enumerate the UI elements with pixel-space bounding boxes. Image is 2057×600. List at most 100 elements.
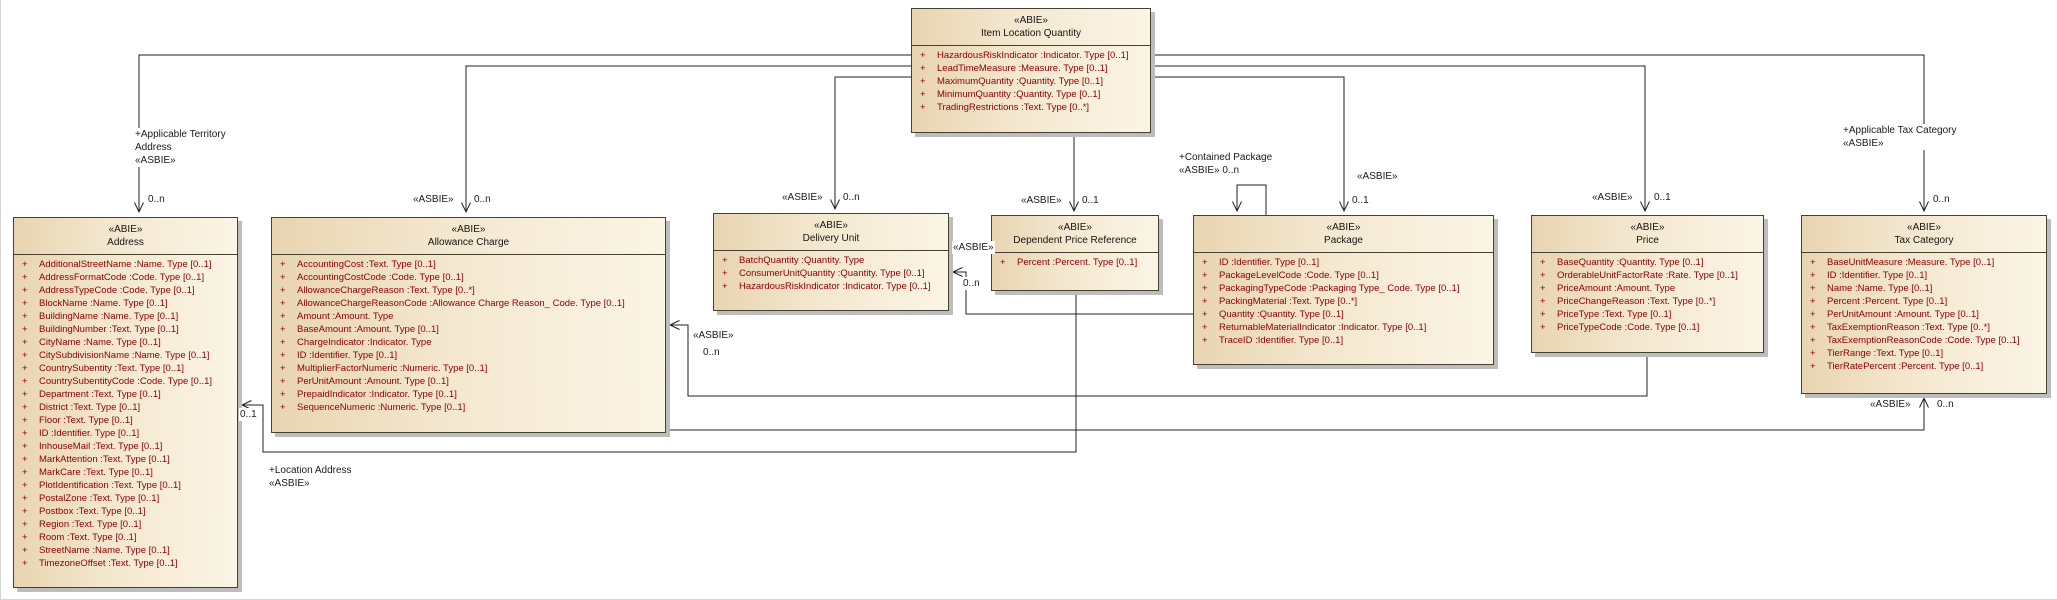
attribute-row[interactable]: +AdditionalStreetName :Name. Type [0..1] bbox=[14, 258, 237, 271]
attribute-row[interactable]: +AllowanceChargeReasonCode :Allowance Ch… bbox=[272, 297, 665, 310]
attribute-row[interactable]: +PerUnitAmount :Amount. Type [0..1] bbox=[1802, 308, 2046, 321]
attribute-row[interactable]: +BaseAmount :Amount. Type [0..1] bbox=[272, 323, 665, 336]
attribute-row[interactable]: +BatchQuantity :Quantity. Type bbox=[714, 254, 948, 267]
class-address[interactable]: «ABIE»Address+AdditionalStreetName :Name… bbox=[13, 217, 238, 588]
class-price[interactable]: «ABIE»Price+BaseQuantity :Quantity. Type… bbox=[1531, 215, 1764, 353]
connector-package-self[interactable] bbox=[1232, 184, 1267, 215]
connector-label-line: +Applicable Territory bbox=[135, 129, 226, 140]
class-tax-category[interactable]: «ABIE»Tax Category+BaseUnitMeasure :Meas… bbox=[1801, 215, 2047, 394]
connector-ilq-allowance-charge[interactable] bbox=[461, 65, 911, 214]
class-name: Price bbox=[1636, 235, 1659, 246]
connector-dpr-address[interactable] bbox=[240, 291, 1077, 453]
attribute-row[interactable]: +ID :Identifier. Type [0..1] bbox=[1194, 256, 1493, 269]
attribute-row[interactable]: +CountrySubentity :Text. Type [0..1] bbox=[14, 362, 237, 375]
attribute-row[interactable]: +Floor :Text. Type [0..1] bbox=[14, 414, 237, 427]
attribute-row[interactable]: +PrepaidIndicator :Indicator. Type [0..1… bbox=[272, 388, 665, 401]
attribute-row[interactable]: +BlockName :Name. Type [0..1] bbox=[14, 297, 237, 310]
attribute-row[interactable]: +SequenceNumeric :Numeric. Type [0..1] bbox=[272, 401, 665, 414]
attribute-row[interactable]: +MultiplierFactorNumeric :Numeric. Type … bbox=[272, 362, 665, 375]
attribute-row[interactable]: +CityName :Name. Type [0..1] bbox=[14, 336, 237, 349]
attribute-row[interactable]: +PackingMaterial :Text. Type [0..*] bbox=[1194, 295, 1493, 308]
attribute-row[interactable]: +TimezoneOffset :Text. Type [0..1] bbox=[14, 557, 237, 570]
attribute-row[interactable]: +Quantity :Quantity. Type [0..1] bbox=[1194, 308, 1493, 321]
attribute-row[interactable]: +ID :Identifier. Type [0..1] bbox=[1802, 269, 2046, 282]
class-header: «ABIE»Allowance Charge bbox=[272, 218, 665, 249]
attribute-row[interactable]: +AddressTypeCode :Code. Type [0..1] bbox=[14, 284, 237, 297]
attribute-row[interactable]: +LeadTimeMeasure :Measure. Type [0..1] bbox=[912, 62, 1150, 75]
attribute-text: PackageLevelCode :Code. Type [0..1] bbox=[1219, 270, 1379, 281]
attribute-row[interactable]: +TraceID :Identifier. Type [0..1] bbox=[1194, 334, 1493, 347]
attribute-row[interactable]: +OrderableUnitFactorRate :Rate. Type [0.… bbox=[1532, 269, 1763, 282]
attribute-row[interactable]: +PriceTypeCode :Code. Type [0..1] bbox=[1532, 321, 1763, 334]
connector-package-delivery-unit[interactable] bbox=[951, 267, 1193, 315]
attribute-row[interactable]: +District :Text. Type [0..1] bbox=[14, 401, 237, 414]
attribute-row[interactable]: +PackagingTypeCode :Packaging Type_ Code… bbox=[1194, 282, 1493, 295]
attribute-row[interactable]: +Department :Text. Type [0..1] bbox=[14, 388, 237, 401]
attribute-text: PrepaidIndicator :Indicator. Type [0..1] bbox=[297, 389, 457, 400]
attribute-row[interactable]: +TierRatePercent :Percent. Type [0..1] bbox=[1802, 360, 2046, 373]
attribute-row[interactable]: +BuildingNumber :Text. Type [0..1] bbox=[14, 323, 237, 336]
connector-multiplicity: 0..1 bbox=[239, 408, 258, 421]
attribute-row[interactable]: +MaximumQuantity :Quantity. Type [0..1] bbox=[912, 75, 1150, 88]
attribute-row[interactable]: +PlotIdentification :Text. Type [0..1] bbox=[14, 479, 237, 492]
attribute-row[interactable]: +MarkAttention :Text. Type [0..1] bbox=[14, 453, 237, 466]
attribute-row[interactable]: +MarkCare :Text. Type [0..1] bbox=[14, 466, 237, 479]
connector-price-allowance-charge[interactable] bbox=[668, 320, 1648, 397]
attribute-row[interactable]: +ConsumerUnitQuantity :Quantity. Type [0… bbox=[714, 267, 948, 280]
connector-ilq-package[interactable] bbox=[1151, 76, 1349, 213]
attribute-row[interactable]: +Percent :Percent. Type [0..1] bbox=[1802, 295, 2046, 308]
attribute-row[interactable]: +TaxExemptionReason :Text. Type [0..*] bbox=[1802, 321, 2046, 334]
class-ilq[interactable]: «ABIE»Item Location Quantity+HazardousRi… bbox=[911, 8, 1151, 133]
attribute-row[interactable]: +BaseQuantity :Quantity. Type [0..1] bbox=[1532, 256, 1763, 269]
connector-allowance-charge-tax-category[interactable] bbox=[666, 396, 1929, 431]
class-allowance-charge[interactable]: «ABIE»Allowance Charge +AccountingCost :T… bbox=[271, 217, 666, 433]
attribute-row[interactable]: +Amount :Amount. Type bbox=[272, 310, 665, 323]
attribute-row[interactable]: +ID :Identifier. Type [0..1] bbox=[272, 349, 665, 362]
attribute-row[interactable]: +ID :Identifier. Type [0..1] bbox=[14, 427, 237, 440]
connector-ilq-tax-category[interactable] bbox=[1151, 54, 1929, 213]
attribute-row[interactable]: +PriceType :Text. Type [0..1] bbox=[1532, 308, 1763, 321]
attribute-text: Region :Text. Type [0..1] bbox=[39, 519, 142, 530]
attribute-row[interactable]: +HazardousRiskIndicator :Indicator. Type… bbox=[714, 280, 948, 293]
attribute-row[interactable]: +CountrySubentityCode :Code. Type [0..1] bbox=[14, 375, 237, 388]
attribute-row[interactable]: +ReturnableMaterialIndicator :Indicator.… bbox=[1194, 321, 1493, 334]
attribute-row[interactable]: +BuildingName :Name. Type [0..1] bbox=[14, 310, 237, 323]
attribute-row[interactable]: +HazardousRiskIndicator :Indicator. Type… bbox=[912, 49, 1150, 62]
attribute-visibility: + bbox=[22, 337, 28, 348]
attribute-row[interactable]: +Name :Name. Type [0..1] bbox=[1802, 282, 2046, 295]
attribute-row[interactable]: +AccountingCostCode :Code. Type [0..1] bbox=[272, 271, 665, 284]
class-package[interactable]: «ABIE»Package+ID :Identifier. Type [0..1… bbox=[1193, 215, 1494, 365]
attribute-row[interactable]: +AllowanceChargeReason :Text. Type [0..*… bbox=[272, 284, 665, 297]
attribute-row[interactable]: +AddressFormatCode :Code. Type [0..1] bbox=[14, 271, 237, 284]
connector-multiplicity: 0..1 bbox=[1351, 194, 1370, 207]
connector-ilq-price[interactable] bbox=[1151, 65, 1650, 213]
attribute-row[interactable]: +InhouseMail :Text. Type [0..1] bbox=[14, 440, 237, 453]
attribute-text: AdditionalStreetName :Name. Type [0..1] bbox=[39, 259, 212, 270]
attribute-row[interactable]: +MinimumQuantity :Quantity. Type [0..1] bbox=[912, 88, 1150, 101]
attribute-row[interactable]: +TradingRestrictions :Text. Type [0..*] bbox=[912, 101, 1150, 114]
attribute-row[interactable]: +TaxExemptionReasonCode :Code. Type [0..… bbox=[1802, 334, 2046, 347]
attribute-visibility: + bbox=[280, 363, 286, 374]
attribute-row[interactable]: +ChargeIndicator :Indicator. Type bbox=[272, 336, 665, 349]
attribute-row[interactable]: +Room :Text. Type [0..1] bbox=[14, 531, 237, 544]
attribute-row[interactable]: +BaseUnitMeasure :Measure. Type [0..1] bbox=[1802, 256, 2046, 269]
attribute-visibility: + bbox=[22, 493, 28, 504]
attribute-row[interactable]: +PackageLevelCode :Code. Type [0..1] bbox=[1194, 269, 1493, 282]
attribute-row[interactable]: +PriceChangeReason :Text. Type [0..*] bbox=[1532, 295, 1763, 308]
connector-ilq-delivery-unit[interactable] bbox=[830, 76, 911, 211]
class-delivery-unit[interactable]: «ABIE»Delivery Unit+BatchQuantity :Quant… bbox=[713, 213, 949, 311]
attribute-visibility: + bbox=[1202, 283, 1208, 294]
attribute-row[interactable]: +Percent :Percent. Type [0..1] bbox=[992, 256, 1158, 269]
attribute-row[interactable]: +PostalZone :Text. Type [0..1] bbox=[14, 492, 237, 505]
attribute-row[interactable]: +PriceAmount :Amount. Type bbox=[1532, 282, 1763, 295]
attribute-row[interactable]: +Postbox :Text. Type [0..1] bbox=[14, 505, 237, 518]
attribute-row[interactable]: +Region :Text. Type [0..1] bbox=[14, 518, 237, 531]
attribute-row[interactable]: +TierRange :Text. Type [0..1] bbox=[1802, 347, 2046, 360]
attribute-text: TierRatePercent :Percent. Type [0..1] bbox=[1827, 361, 1984, 372]
attribute-row[interactable]: +AccountingCost :Text. Type [0..1] bbox=[272, 258, 665, 271]
attribute-row[interactable]: +CitySubdivisionName :Name. Type [0..1] bbox=[14, 349, 237, 362]
connector-ilq-address[interactable] bbox=[134, 54, 911, 214]
class-dependent-price-reference[interactable]: «ABIE»Dependent Price Reference+Percent … bbox=[991, 215, 1159, 291]
attribute-row[interactable]: +StreetName :Name. Type [0..1] bbox=[14, 544, 237, 557]
attribute-row[interactable]: +PerUnitAmount :Amount. Type [0..1] bbox=[272, 375, 665, 388]
